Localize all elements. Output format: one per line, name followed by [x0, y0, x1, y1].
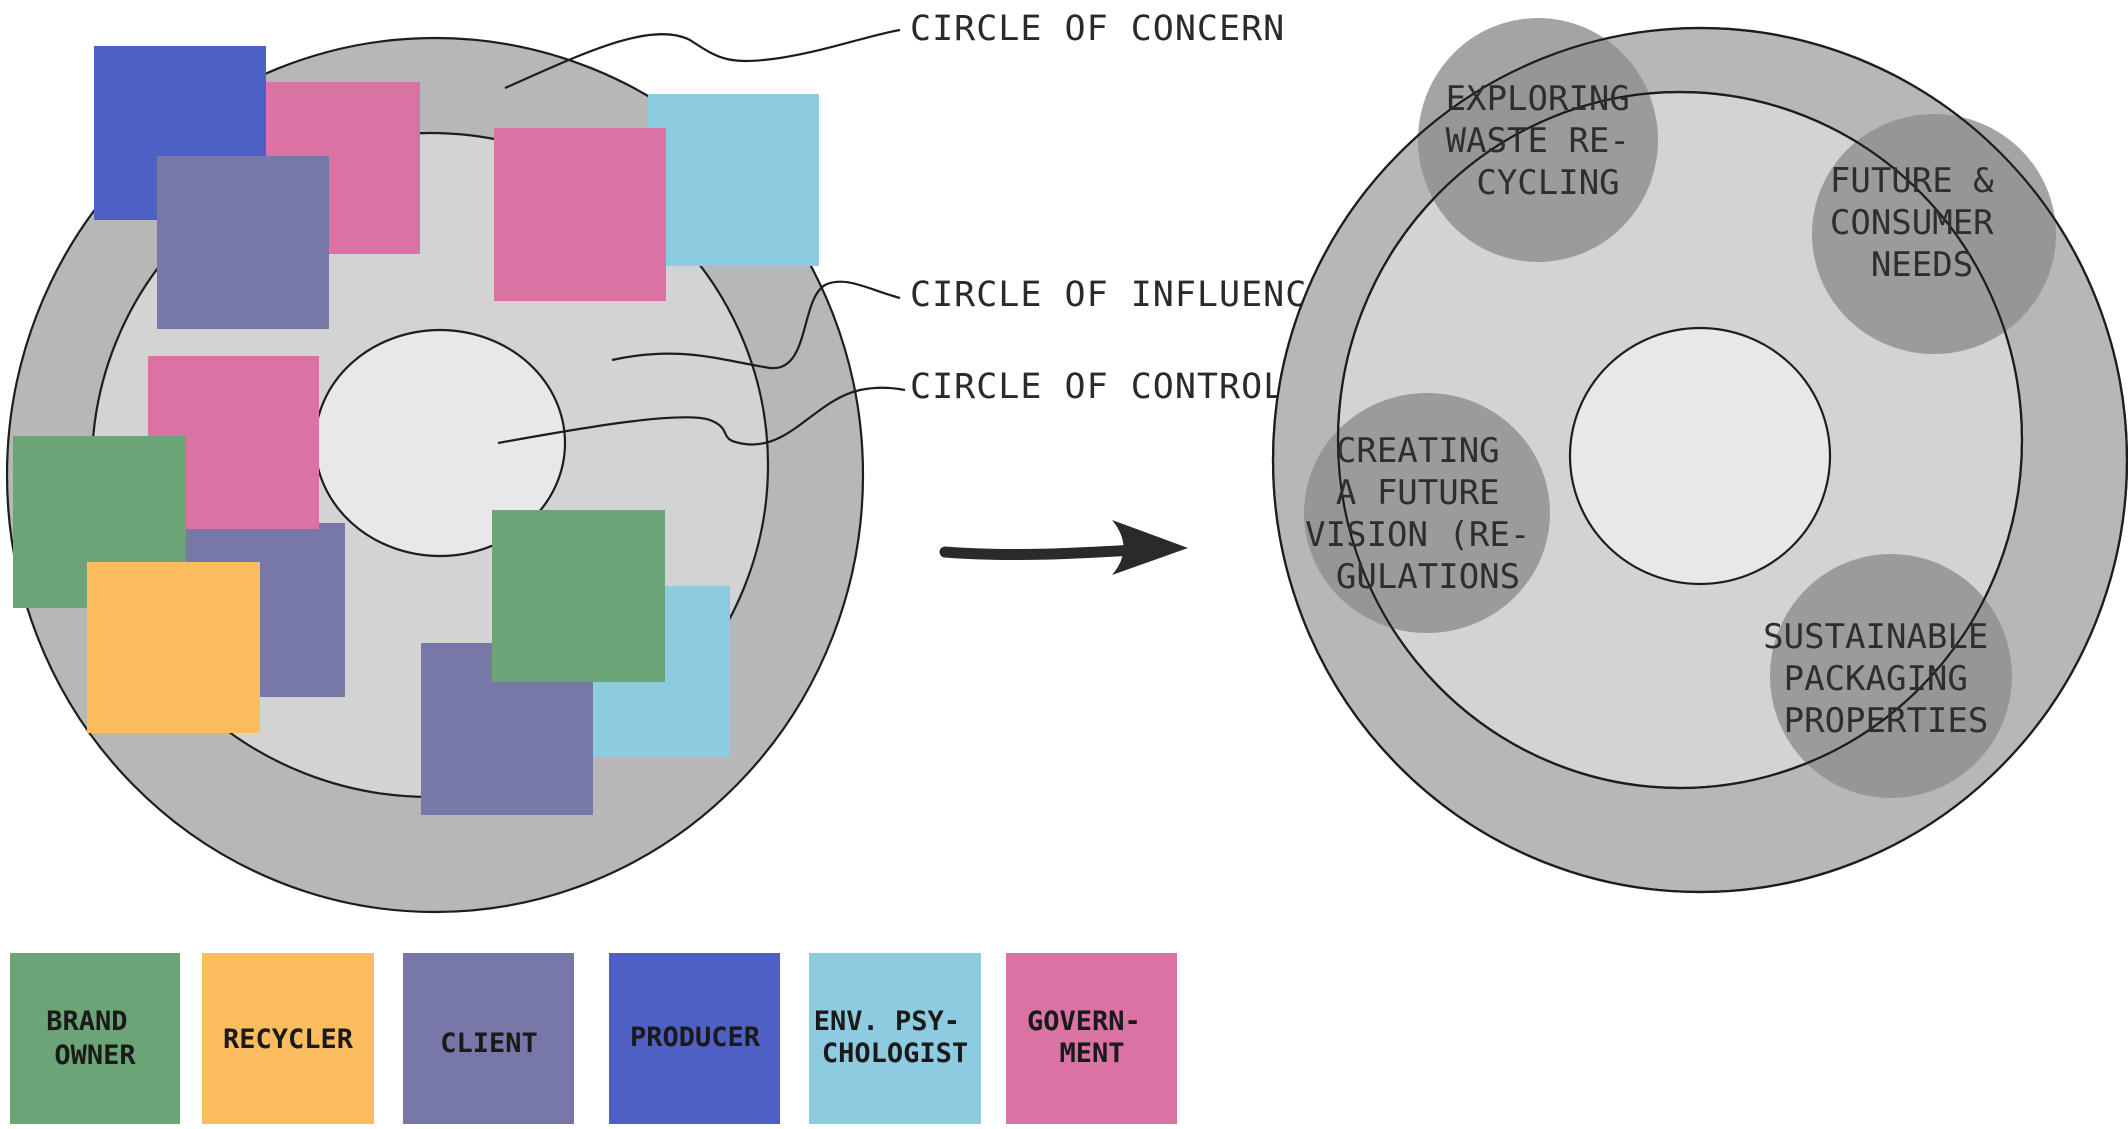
right-circles-diagram: EXPLORING WASTE RE- CYCLING FUTURE & CON…: [1272, 18, 2128, 893]
label-circle-of-control: CIRCLE OF CONTROL: [910, 367, 1285, 407]
legend-label: RECYCLER: [223, 1024, 354, 1055]
leader-line-influence: [611, 280, 901, 370]
transition-arrow: [939, 520, 1188, 575]
right-circle-of-concern-outline: [1272, 27, 2128, 893]
sticky-note-env-psychologist: [648, 94, 819, 266]
label-circle-of-concern: CIRCLE OF CONCERN: [910, 9, 1285, 49]
legend-swatch: [809, 953, 981, 1124]
legend-item-government: GOVERN- MENT: [1006, 953, 1177, 1124]
legend-swatch: [202, 953, 374, 1124]
theme-blob-waste-recycling: [1418, 18, 1658, 262]
left-circles-diagram: CIRCLE OF CONCERN CIRCLE OF INFLUENCE CI…: [5, 9, 1329, 914]
legend-swatch: [403, 953, 574, 1124]
theme-blob-future-consumer: [1812, 114, 2056, 354]
legend-swatch: [609, 953, 780, 1124]
legend-item-producer: PRODUCER: [609, 953, 780, 1124]
legend-item-recycler: RECYCLER: [202, 953, 374, 1124]
sticky-note-recycler: [87, 562, 260, 733]
legend: BRAND OWNER RECYCLER CLIENT PRODUCER: [10, 953, 1177, 1124]
legend-label: ENV. PSY- CHOLOGIST: [814, 1006, 977, 1069]
theme-sustainable-packaging: SUSTAINABLE PACKAGING PROPERTIES: [1763, 617, 2009, 741]
legend-label: PRODUCER: [630, 1022, 761, 1053]
theme-blob-sustainable-packaging: [1770, 554, 2012, 798]
arrow-head: [1112, 520, 1188, 575]
theme-blob-future-vision: [1304, 393, 1550, 633]
legend-item-brand-owner: BRAND OWNER: [10, 953, 180, 1124]
leader-line-control: [497, 386, 906, 446]
theme-future-consumer-needs: FUTURE & CONSUMER NEEDS: [1830, 161, 2014, 285]
legend-item-client: CLIENT: [403, 953, 574, 1124]
legend-label: GOVERN- MENT: [1027, 1006, 1157, 1069]
label-circle-of-influence: CIRCLE OF INFLUENCE: [910, 275, 1329, 315]
legend-label: BRAND OWNER: [46, 1006, 144, 1071]
right-circle-of-influence-outline: [1336, 90, 2024, 790]
theme-waste-recycling: EXPLORING WASTE RE- CYCLING: [1446, 79, 1651, 203]
theme-future-vision-regulations: CREATING A FUTURE VISION (RE- GULATIONS: [1305, 431, 1551, 597]
legend-swatch: [1006, 953, 1177, 1124]
sticky-note-government: [494, 128, 666, 301]
sticky-note-client: [157, 156, 329, 329]
legend-label: CLIENT: [440, 1028, 538, 1059]
sticky-notes: [13, 46, 819, 815]
sticky-note-brand-owner: [492, 510, 665, 682]
legend-swatch: [10, 953, 180, 1124]
legend-item-env-psychologist: ENV. PSY- CHOLOGIST: [809, 953, 981, 1124]
right-circle-of-control: [1568, 326, 1832, 586]
leader-line-concern: [504, 28, 901, 90]
